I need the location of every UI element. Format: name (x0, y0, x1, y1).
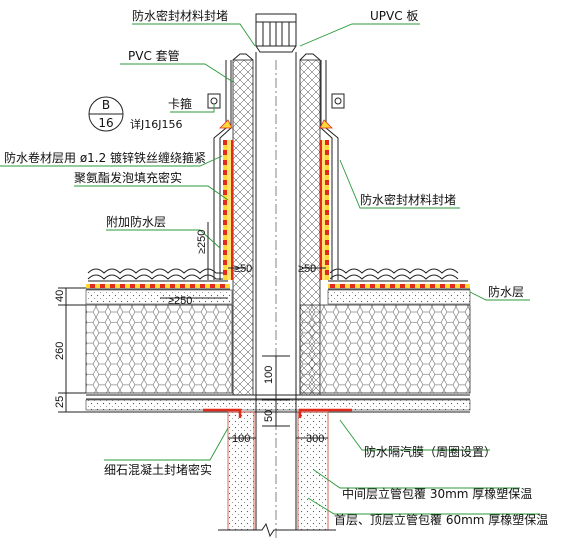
dim-260: 260 (54, 342, 66, 360)
dim-50-vertical: 50 (263, 410, 275, 422)
label-extra-wp: 附加防水层 (106, 214, 166, 229)
label-pvc-sleeve: PVC 套管 (128, 48, 180, 63)
roof-buildup (85, 268, 471, 413)
pipe-clamp-right (331, 93, 345, 109)
dim-40: 40 (54, 290, 66, 302)
concrete-slab (85, 399, 471, 411)
label-mid-insulation: 中间层立管包覆 30mm 厚橡塑保温 (342, 486, 532, 501)
screed-right (327, 289, 471, 305)
label-wp-layer: 防水层 (488, 284, 524, 299)
screed-left (85, 289, 233, 305)
pvc-sleeve-left (232, 59, 254, 396)
label-right-seal: 防水密封材料封堵 (360, 192, 456, 207)
label-vapor-barrier: 防水隔汽膜（周圈设置） (364, 444, 496, 459)
label-top-insulation: 首层、顶层立管包覆 60mm 厚橡塑保温 (334, 512, 548, 527)
callout-top: B (102, 98, 110, 112)
dimension-text: ≥250 ≥250 ≥50 ≥50 40 260 25 100 50 100 3… (54, 230, 324, 445)
label-membrane-wrap: 防水卷材层用 ø1.2 镀锌铁丝缠绕箍紧 (4, 150, 206, 165)
label-clamp: 卡箍 (168, 96, 192, 111)
label-pu-foam: 聚氨酯发泡填充密实 (74, 170, 182, 185)
insulation-left (85, 304, 233, 394)
dim-50-left: ≥50 (234, 263, 252, 275)
riser-insulation-left (227, 411, 255, 531)
label-top-seal: 防水密封材料封堵 (132, 8, 228, 23)
callout-bottom: 16 (98, 116, 113, 130)
dim-100-vertical: 100 (263, 366, 275, 384)
annotations: 防水密封材料封堵 UPVC 板 PVC 套管 卡箍 详J16J156 防水卷材层… (4, 8, 548, 527)
riser-insulation-right (297, 411, 329, 531)
label-upvc: UPVC 板 (370, 9, 418, 23)
vent-cap (255, 13, 297, 53)
upstand-flashing (207, 60, 345, 280)
waterproof-membrane-left (86, 284, 230, 288)
label-fine-concrete: 细石混凝土封堵密实 (104, 462, 212, 477)
insulation-right (299, 304, 471, 394)
label-detail-ref: 详J16J156 (130, 117, 182, 131)
waterproof-membrane-right (328, 284, 470, 288)
pipe-assembly (203, 13, 352, 540)
roof-tiles (87, 268, 468, 282)
detail-callout: B 16 (88, 96, 124, 132)
dimension-lines (58, 222, 328, 439)
dim-50-right: ≥50 (298, 263, 316, 275)
dim-25: 25 (54, 396, 66, 408)
dim-250-horizontal: ≥250 (168, 295, 192, 307)
pvc-sleeve-right (299, 59, 321, 396)
leader-lines (0, 23, 540, 515)
dim-300-horizontal: 300 (306, 433, 324, 445)
dim-250-vertical: ≥250 (196, 230, 208, 254)
dim-100-horizontal: 100 (232, 433, 250, 445)
